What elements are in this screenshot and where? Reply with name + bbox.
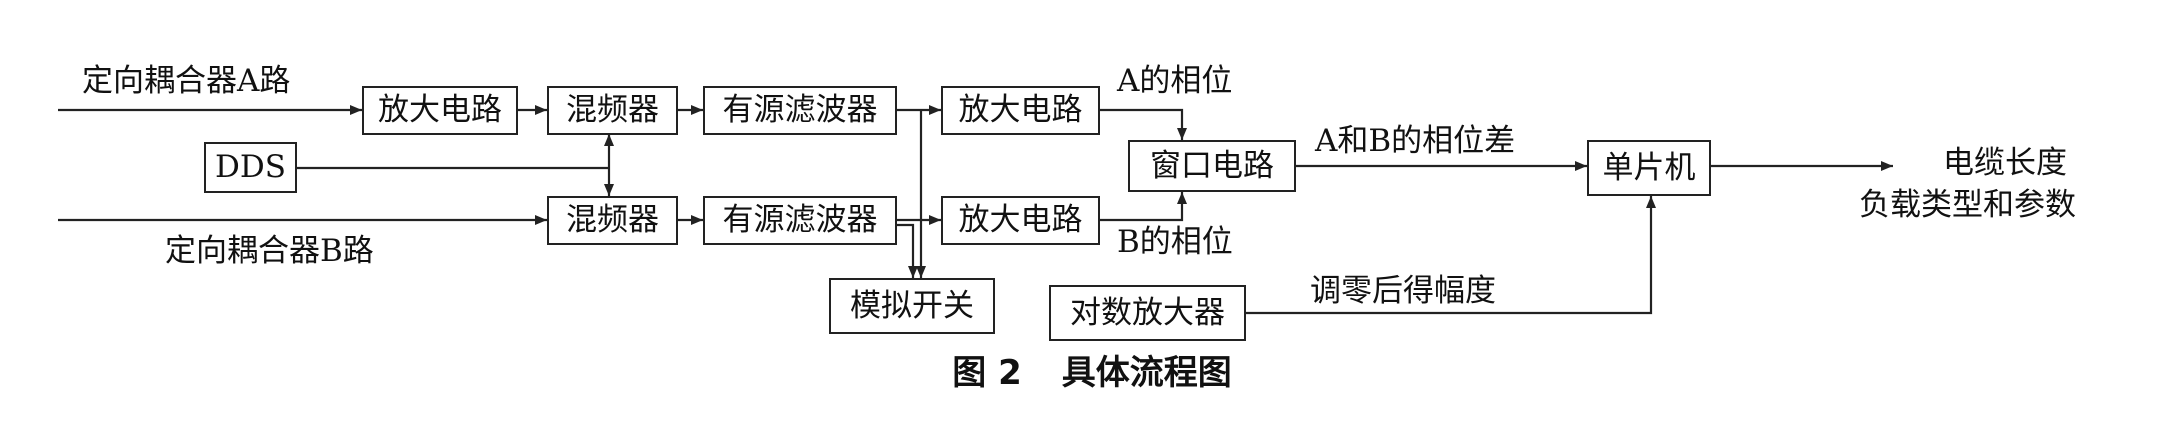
analog-switch-block: 模拟开关	[829, 278, 995, 334]
mixer-a-block: 混频器	[547, 86, 678, 135]
phase-a-label: A的相位	[1117, 63, 1233, 99]
input-label-b: 定向耦合器B路	[165, 233, 374, 269]
amp-circuit-a-block: 放大电路	[362, 86, 518, 135]
active-filter-a-label: 有源滤波器	[722, 92, 878, 128]
window-circuit-label: 窗口电路	[1150, 147, 1274, 184]
analog-switch-label: 模拟开关	[850, 287, 974, 324]
input-label-a: 定向耦合器A路	[82, 63, 291, 99]
dds-label: DDS	[215, 149, 286, 185]
active-filter-b-block: 有源滤波器	[703, 196, 897, 245]
log-amplifier-block: 对数放大器	[1049, 285, 1246, 341]
amp-circuit-a-label: 放大电路	[378, 92, 502, 128]
edge-logamp-mcu	[1246, 196, 1656, 315]
edge-filter-b-switch	[897, 223, 918, 278]
amp-circuit-a2-label: 放大电路	[958, 92, 1083, 128]
amp-circuit-a2-block: 放大电路	[941, 86, 1100, 135]
dds-block: DDS	[204, 142, 297, 193]
window-circuit-block: 窗口电路	[1128, 140, 1296, 192]
output-cable-length: 电缆长度	[1943, 145, 2067, 181]
figure-caption: 图 2 具体流程图	[0, 345, 2184, 394]
mcu-label: 单片机	[1602, 149, 1696, 186]
mcu-block: 单片机	[1587, 140, 1711, 196]
figure-title: 具体流程图	[1061, 353, 1232, 393]
active-filter-a-block: 有源滤波器	[703, 86, 897, 135]
mixer-b-label: 混频器	[566, 202, 659, 238]
amp-circuit-b2-label: 放大电路	[958, 202, 1083, 238]
edge-amp-a2-window	[1100, 108, 1187, 140]
active-filter-b-label: 有源滤波器	[722, 202, 878, 238]
phase-b-label: B的相位	[1117, 224, 1233, 260]
mixer-b-block: 混频器	[547, 196, 678, 245]
figure-number: 图 2	[952, 353, 1022, 393]
zero-amplitude-label: 调零后得幅度	[1310, 273, 1496, 309]
log-amplifier-label: 对数放大器	[1070, 294, 1225, 331]
amp-circuit-b2-block: 放大电路	[941, 196, 1100, 245]
edge-amp-b2-window	[1100, 192, 1187, 222]
phase-diff-label: A和B的相位差	[1315, 123, 1516, 159]
output-load-type: 负载类型和参数	[1859, 187, 2076, 223]
mixer-a-label: 混频器	[566, 92, 659, 128]
